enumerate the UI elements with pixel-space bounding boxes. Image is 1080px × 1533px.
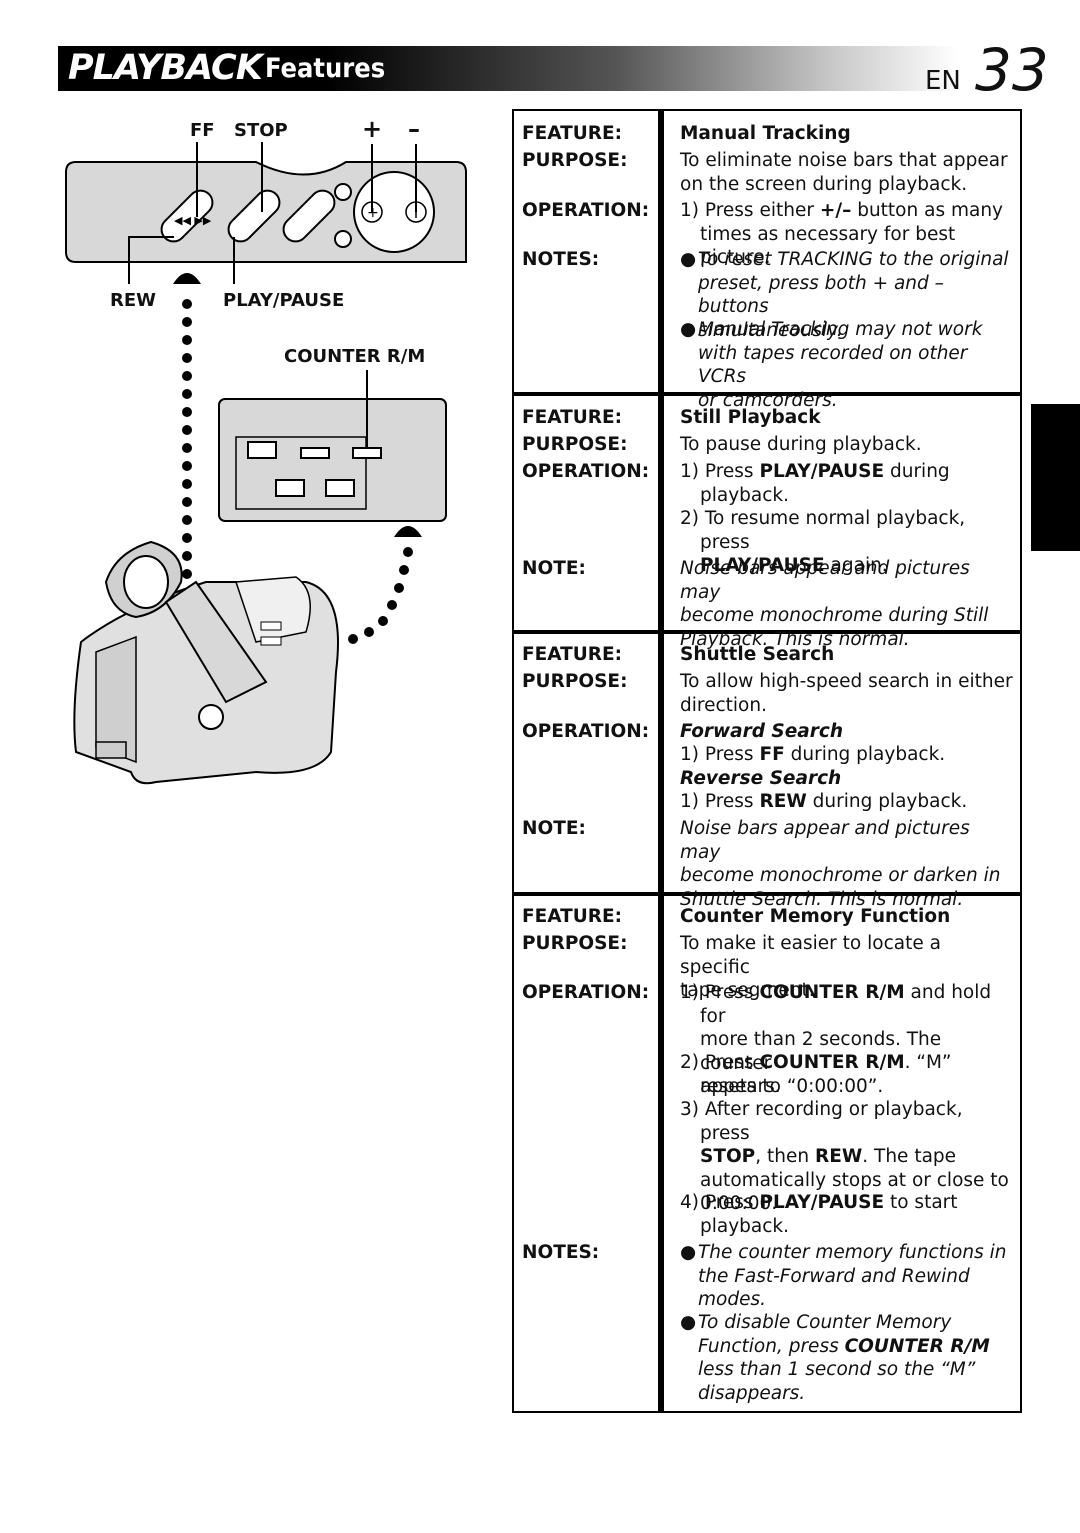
- camcorder-body: [73, 540, 339, 785]
- column-divider: [658, 111, 664, 1411]
- section-tab: [1031, 404, 1080, 551]
- purpose-label: PURPOSE:: [522, 933, 628, 954]
- feature-name: Shuttle Search: [680, 644, 835, 665]
- page-number: 33: [975, 36, 1049, 104]
- purpose-label: PURPOSE:: [522, 671, 628, 692]
- plus-label: +: [362, 115, 383, 143]
- tracking-dial: +: [353, 171, 435, 253]
- note-item: ● To disable Counter Memory Function, pr…: [680, 1312, 990, 1404]
- language-label: EN: [925, 66, 961, 96]
- row-separator: [514, 392, 1020, 396]
- operation-step: 1) Press REW during playback.: [680, 791, 968, 812]
- svg-text:◀◀ ▶▶: ◀◀ ▶▶: [174, 214, 212, 227]
- ff-label: FF: [190, 120, 215, 141]
- feature-table: FEATURE: Manual Tracking PURPOSE: To eli…: [512, 109, 1022, 1413]
- purpose-text: To pause during playback.: [680, 434, 922, 455]
- feature-label: FEATURE:: [522, 407, 623, 428]
- header-title: PLAYBACK: [68, 48, 263, 88]
- page-header: PLAYBACK Features: [58, 46, 958, 91]
- operation-label: OPERATION:: [522, 982, 650, 1003]
- record-button: [282, 189, 336, 243]
- feature-label: FEATURE:: [522, 906, 623, 927]
- notes-label: NOTES:: [522, 249, 600, 270]
- feature-name: Manual Tracking: [680, 123, 851, 144]
- operation-step: 1) Press FF during playback.: [680, 744, 946, 765]
- purpose-text: To eliminate noise bars that appear on t…: [680, 149, 1014, 196]
- operation-step: 2) Press COUNTER R/M. “M”appears.: [680, 1052, 952, 1097]
- purpose-label: PURPOSE:: [522, 150, 628, 171]
- purpose-label: PURPOSE:: [522, 434, 628, 455]
- note-label: NOTE:: [522, 818, 586, 839]
- row-separator: [514, 630, 1020, 634]
- operation-label: OPERATION:: [522, 721, 650, 742]
- dotted-arrows: [173, 273, 422, 644]
- row-separator: [514, 892, 1020, 896]
- note-label: NOTE:: [522, 558, 586, 579]
- purpose-line: on the screen during playback.: [680, 173, 968, 195]
- feature-label: FEATURE:: [522, 123, 623, 144]
- reverse-search-title: Reverse Search: [680, 768, 842, 789]
- operation-label: OPERATION:: [522, 461, 650, 482]
- counter-label: COUNTER R/M: [284, 346, 426, 367]
- play-pause-label: PLAY/PAUSE: [223, 290, 345, 311]
- notes-label: NOTES:: [522, 1242, 600, 1263]
- feature-name: Counter Memory Function: [680, 906, 951, 927]
- header-subtitle: Features: [265, 53, 386, 84]
- rew-label: REW: [110, 290, 157, 311]
- stop-play-button: [227, 189, 281, 243]
- feature-label: FEATURE:: [522, 644, 623, 665]
- svg-text:+: +: [367, 205, 379, 221]
- feature-name: Still Playback: [680, 407, 821, 428]
- camcorder-illustration: ◀◀ ▶▶ +: [56, 112, 476, 812]
- operation-label: OPERATION:: [522, 200, 650, 221]
- counter-panel: [218, 370, 447, 522]
- minus-label: –: [408, 115, 420, 143]
- stop-label: STOP: [234, 120, 288, 141]
- forward-search-title: Forward Search: [680, 721, 844, 742]
- camcorder-drawing: ◀◀ ▶▶ +: [65, 142, 467, 785]
- purpose-line: To eliminate noise bars that appear: [680, 150, 1008, 171]
